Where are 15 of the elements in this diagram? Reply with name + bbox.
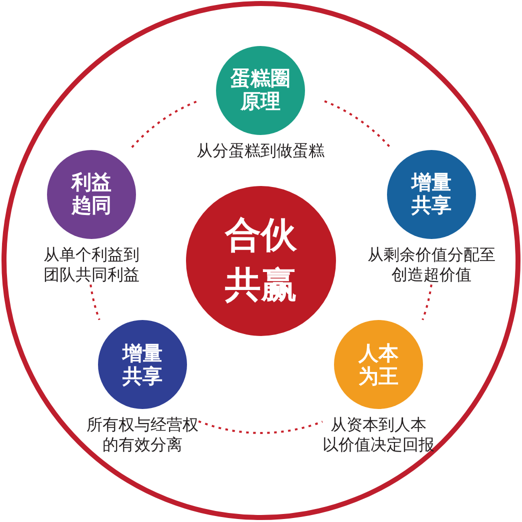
circle-label: 增量共享: [412, 171, 452, 217]
dotted-connector: [422, 284, 432, 320]
circle-label: 增量共享: [122, 342, 162, 388]
circle-caption: 所有权与经营权的有效分离: [86, 415, 198, 455]
circle-caption: 从分蛋糕到做蛋糕: [196, 140, 324, 160]
circle-caption: 从资本到人本以价值决定回报: [322, 415, 434, 455]
circle-label: 人本为王: [358, 342, 398, 388]
dotted-connector: [90, 284, 100, 320]
dotted-connector: [129, 100, 197, 150]
circle-caption: 从单个利益到团队共同利益: [44, 244, 140, 284]
circle-label: 蛋糕圈原理: [230, 67, 290, 113]
dotted-connector: [198, 420, 323, 434]
circle-label: 利益趋同: [72, 171, 112, 217]
circle-caption: 从剩余价值分配至创造超价值: [368, 244, 496, 284]
hub-label: 合伙共赢: [225, 214, 297, 308]
